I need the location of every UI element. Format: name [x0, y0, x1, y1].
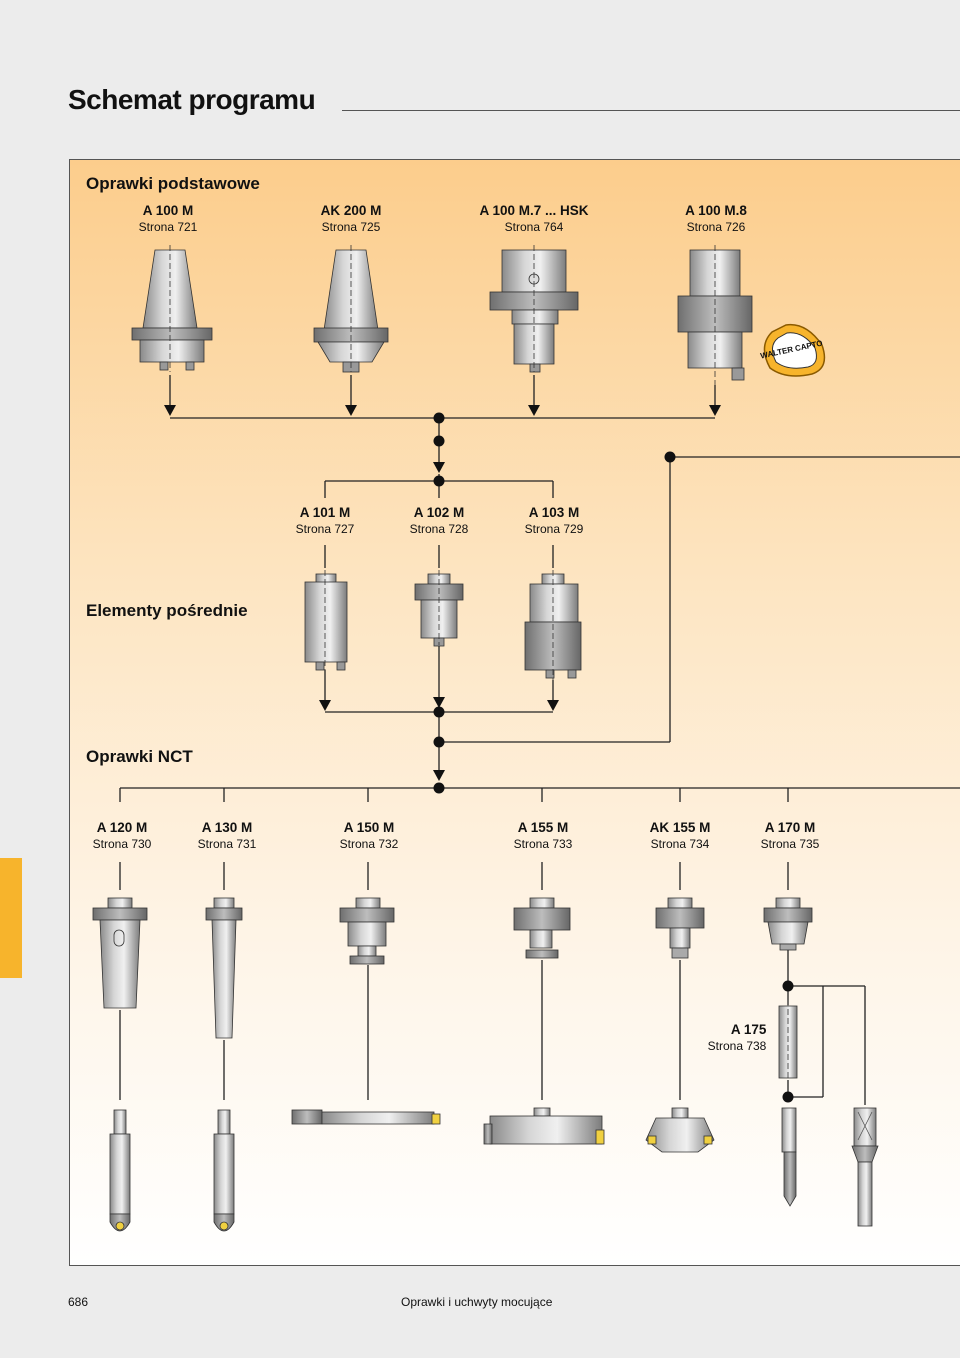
section-nct-holders: Oprawki NCT	[86, 747, 193, 766]
nct-holder-label: A 150 M Strona 732	[340, 819, 399, 853]
basic-holder-label: A 100 M.7 ... HSK Strona 764	[479, 202, 588, 236]
element-page-ref: Strona 728	[409, 522, 469, 536]
nct-page-ref: Strona 733	[513, 837, 573, 851]
holder-name: AK 200 M	[320, 203, 382, 218]
footer-title: Oprawki i uchwyty mocujące	[401, 1295, 553, 1309]
element-a101m-drawing	[304, 570, 348, 671]
nct-name: A 120 M	[96, 820, 148, 835]
extension-name: A 175	[730, 1022, 767, 1037]
walter-capto-logo: WALTER CAPTO	[760, 323, 826, 377]
holder-page-ref: Strona 721	[138, 220, 198, 234]
nct-page-ref: Strona 732	[339, 837, 399, 851]
intermediate-element-label: A 101 M Strona 727	[296, 504, 355, 538]
intermediate-element-label: A 103 M Strona 729	[525, 504, 584, 538]
holder-hsk-drawing	[489, 245, 579, 373]
nct-a170m-drawing	[763, 897, 813, 951]
nct-name: A 155 M	[517, 820, 569, 835]
extension-a175-drawing	[778, 1000, 798, 1080]
extension-label: A 175 Strona 738	[708, 1021, 767, 1055]
element-page-ref: Strona 727	[295, 522, 355, 536]
nct-name: A 170 M	[764, 820, 816, 835]
page-title: Schemat programu	[68, 84, 316, 115]
nct-a130m-drawing	[205, 897, 243, 1039]
holder-ak200m-drawing	[313, 245, 389, 373]
nct-page-ref: Strona 731	[197, 837, 257, 851]
nct-holder-label: A 120 M Strona 730	[93, 819, 152, 853]
holder-capto-drawing	[677, 245, 753, 385]
nct-name: A 150 M	[343, 820, 395, 835]
tool-chamfer-mill	[645, 1107, 715, 1153]
nct-page-ref: Strona 730	[92, 837, 152, 851]
basic-holder-label: AK 200 M Strona 725	[321, 202, 382, 236]
element-a103m-drawing	[524, 570, 582, 680]
nct-page-ref: Strona 735	[760, 837, 820, 851]
intermediate-element-label: A 102 M Strona 728	[410, 504, 469, 538]
page-number: 686	[68, 1295, 89, 1309]
tool-ball-end-mill-1	[109, 1109, 131, 1232]
element-name: A 102 M	[413, 505, 465, 520]
holder-a100m-drawing	[131, 245, 213, 372]
nct-ak155m-drawing	[655, 897, 705, 959]
holder-name: A 100 M.7 ... HSK	[479, 203, 589, 218]
element-name: A 101 M	[299, 505, 351, 520]
basic-holder-label: A 100 M Strona 721	[139, 202, 198, 236]
basic-holder-label: A 100 M.8 Strona 726	[685, 202, 747, 236]
holder-name: A 100 M.8	[685, 203, 747, 218]
tool-insert-drill	[851, 1107, 879, 1227]
flow-arrows	[164, 405, 721, 781]
holder-name: A 100 M	[142, 203, 194, 218]
nct-holder-label: AK 155 M Strona 734	[650, 819, 711, 853]
element-page-ref: Strona 729	[524, 522, 584, 536]
tool-twist-drill	[781, 1107, 797, 1207]
nct-a155m-drawing	[513, 897, 571, 959]
holder-page-ref: Strona 725	[321, 220, 381, 234]
nct-a120m-drawing	[92, 897, 148, 1009]
element-a102m-drawing	[414, 570, 464, 647]
tool-ball-end-mill-2	[213, 1109, 235, 1232]
junction-dots	[433, 412, 794, 1103]
nct-holder-label: A 170 M Strona 735	[761, 819, 820, 853]
nct-page-ref: Strona 734	[650, 837, 710, 851]
section-basic-holders: Oprawki podstawowe	[86, 174, 260, 193]
nct-name: AK 155 M	[649, 820, 711, 835]
tool-boring-bar	[291, 1109, 441, 1125]
nct-holder-label: A 155 M Strona 733	[514, 819, 573, 853]
connector-lines	[119, 375, 960, 1105]
nct-a150m-drawing	[339, 897, 395, 965]
holder-page-ref: Strona 726	[686, 220, 746, 234]
nct-holder-label: A 130 M Strona 731	[198, 819, 257, 853]
element-name: A 103 M	[528, 505, 580, 520]
holder-page-ref: Strona 764	[504, 220, 564, 234]
extension-page-ref: Strona 738	[707, 1039, 767, 1053]
nct-name: A 130 M	[201, 820, 253, 835]
title-rule	[342, 110, 960, 111]
section-side-tab	[0, 858, 22, 978]
tool-face-mill	[483, 1107, 605, 1145]
section-intermediate-elements: Elementy pośrednie	[86, 601, 248, 620]
